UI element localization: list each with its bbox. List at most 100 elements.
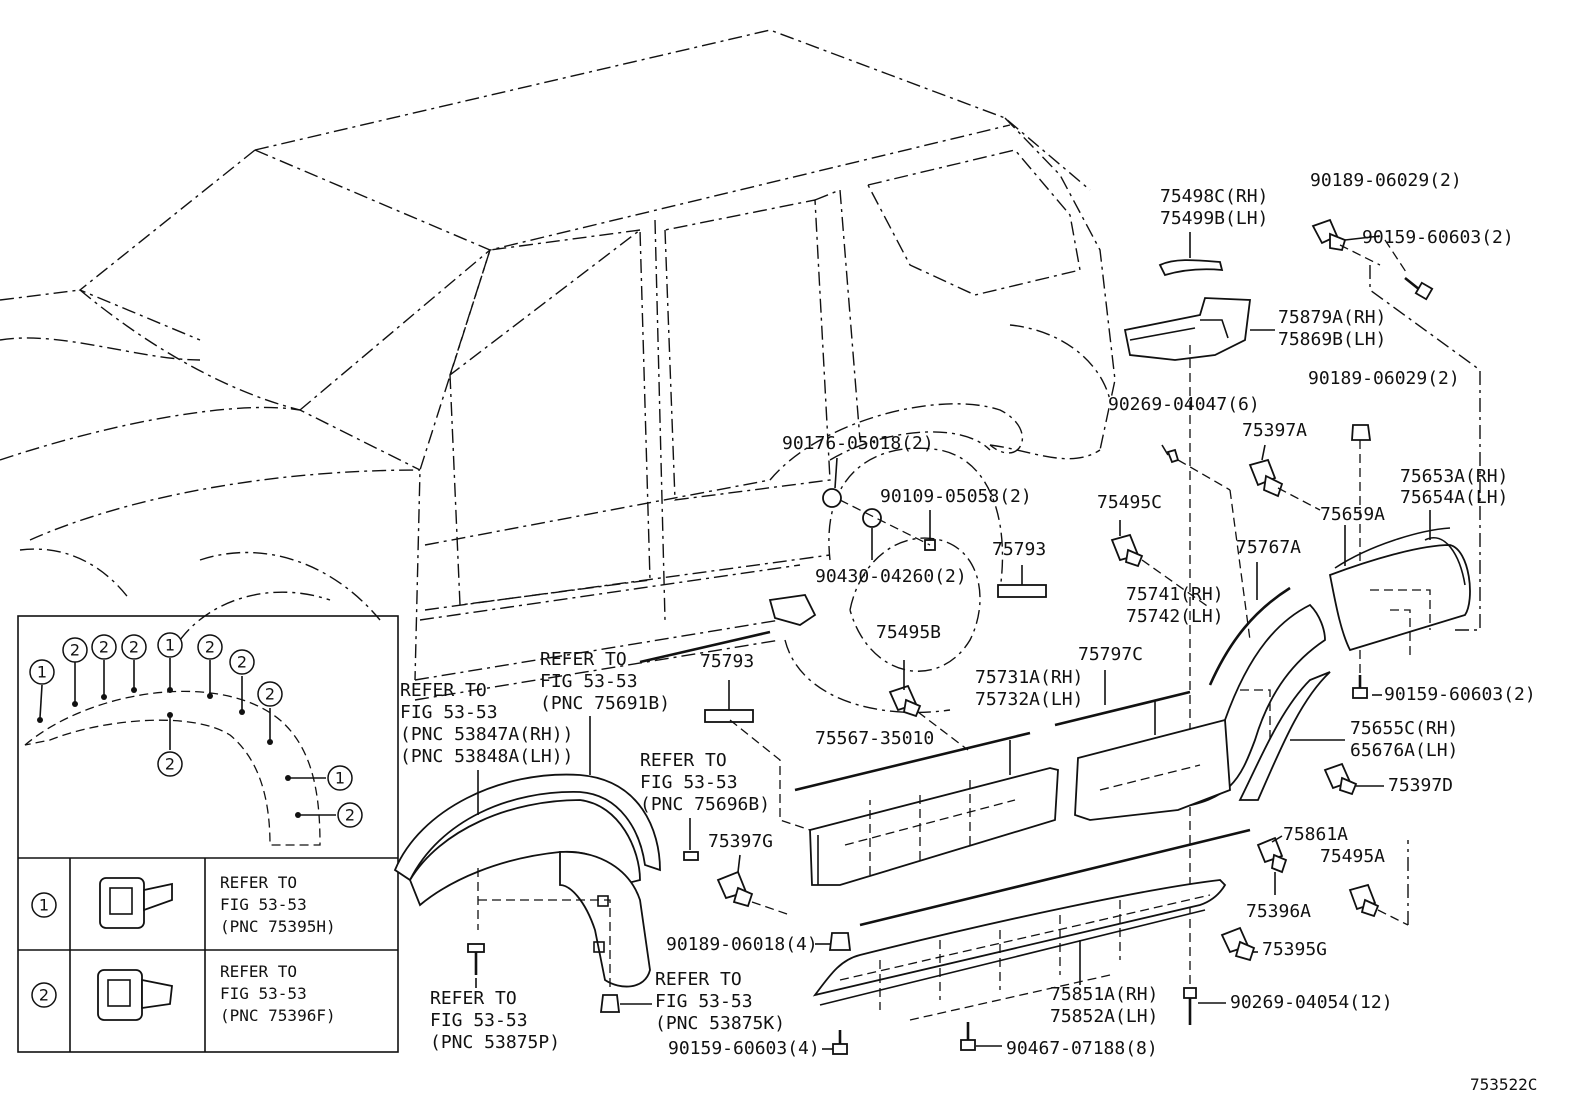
running-board-75851A [812, 828, 1251, 1010]
ref-53875P-line-3: (PNC 53875P) [430, 1032, 560, 1053]
ref-53875P: REFER TO FIG 53-53 (PNC 53875P) [430, 978, 560, 1053]
label-75731A: 75731A(RH) [975, 667, 1083, 688]
ref-75696-line-2: FIG 53-53 [640, 772, 738, 793]
bolt-90159-bottom [832, 1030, 848, 1055]
label-75395G: 75395G [1262, 939, 1327, 960]
marker-2: 2 [70, 641, 80, 660]
clip-75495C [1110, 533, 1144, 568]
legend-1-line-1: REFER TO [220, 873, 297, 892]
ref-53875K: REFER TO FIG 53-53 (PNC 53875K) [620, 969, 785, 1034]
ref-75696-line-3: (PNC 75696B) [640, 794, 770, 815]
bolt-90159-top [1404, 276, 1434, 301]
moulding-75797C [1054, 690, 1191, 727]
label-75861A: 75861A [1283, 824, 1348, 845]
ref-75691-line-3: (PNC 75691B) [540, 693, 670, 714]
clip-75495B [888, 684, 922, 718]
ref-53875P-line-2: FIG 53-53 [430, 1010, 528, 1031]
label-90176-05018: 90176-05018(2) [782, 433, 934, 454]
clip-75495A [1348, 883, 1380, 918]
label-75499B: 75499B(LH) [1160, 208, 1268, 229]
clip-75397A [1248, 458, 1284, 498]
clip-90189-top [1311, 218, 1347, 252]
ref-53875P-line-1: REFER TO [430, 988, 517, 1009]
ref-53847-line-4: (PNC 53848A(LH)) [400, 746, 573, 767]
label-75793-b: 75793 [700, 651, 754, 672]
label-90189-06029-mid: 90189-06029(2) [1308, 368, 1460, 389]
clip-90189-06018 [828, 932, 852, 951]
legend-marker-2: 2 [39, 986, 49, 1005]
label-75793-a: 75793 [992, 539, 1046, 560]
label-75397G: 75397G [708, 831, 773, 852]
label-75797C: 75797C [1078, 644, 1143, 665]
door-moulding-75741 [1074, 718, 1231, 821]
label-90159-60603-top: 90159-60603(2) [1362, 227, 1514, 248]
front-step-end [768, 594, 817, 626]
label-75397D: 75397D [1388, 775, 1453, 796]
clip-75395G [1220, 926, 1256, 962]
legend-2-line-3: (PNC 75396F) [220, 1006, 336, 1025]
ref-53875K-line-2: FIG 53-53 [655, 991, 753, 1012]
inset-panel: 1 2 2 2 1 2 2 2 1 2 2 1 REFER TO FIG 53-… [17, 615, 399, 1053]
ref-75696-line-1: REFER TO [640, 750, 727, 771]
label-90189-06018: 90189-06018(4) [666, 934, 818, 955]
rocker-moulding-75731A [809, 767, 1059, 886]
label-75654A: 75654A(LH) [1400, 487, 1508, 508]
label-75655C: 75655C(RH) [1350, 718, 1458, 739]
label-75659A: 75659A [1320, 504, 1385, 525]
clip-75396A [1271, 853, 1288, 874]
marker-2: 2 [129, 638, 139, 657]
label-75742: 75742(LH) [1126, 606, 1224, 627]
marker-1: 1 [165, 636, 175, 655]
washer-90430 [862, 508, 882, 528]
legend-1-line-3: (PNC 75395H) [220, 917, 336, 936]
clip-75397D [1323, 762, 1358, 796]
screw-90269-04054 [1183, 987, 1197, 1025]
label-75852A: 75852A(LH) [1050, 1006, 1158, 1027]
bracket-75879A [1123, 297, 1252, 361]
label-75495B: 75495B [876, 622, 941, 643]
clip-75397G [716, 870, 754, 908]
label-75495C: 75495C [1097, 492, 1162, 513]
ref-75691: REFER TO FIG 53-53 (PNC 75691B) [540, 630, 771, 775]
ref-53847-line-3: (PNC 53847A(RH)) [400, 724, 573, 745]
clip-1-icon [99, 877, 173, 929]
ref-53847: REFER TO FIG 53-53 (PNC 53847A(RH)) (PNC… [400, 680, 573, 815]
moulding-75659A [1334, 527, 1451, 569]
label-65676A: 65676A(LH) [1350, 740, 1458, 761]
vehicle-outline [0, 29, 1116, 714]
ref-53847-line-2: FIG 53-53 [400, 702, 498, 723]
moulding-75655C [1238, 671, 1331, 801]
marker-2: 2 [237, 653, 247, 672]
moulding-75567 [794, 731, 1031, 792]
label-90269-04047: 90269-04047(6) [1108, 394, 1260, 415]
nut-fender-rear [599, 994, 621, 1013]
label-75732A: 75732A(LH) [975, 689, 1083, 710]
leader-lines [737, 235, 1431, 1050]
protector-75498C [1158, 259, 1224, 277]
sticker-75793-lower [704, 709, 754, 723]
label-90159-60603-bottom: 90159-60603(4) [668, 1038, 820, 1059]
legend-1-line-2: FIG 53-53 [220, 895, 307, 914]
label-90159-60603-right: 90159-60603(2) [1384, 684, 1536, 705]
label-90430-04260: 90430-04260(2) [815, 566, 967, 587]
legend-2-line-2: FIG 53-53 [220, 984, 307, 1003]
ref-75691-line-2: FIG 53-53 [540, 671, 638, 692]
legend-marker-1: 1 [39, 896, 49, 915]
label-75851A: 75851A(RH) [1050, 984, 1158, 1005]
label-75741: 75741(RH) [1126, 584, 1224, 605]
marker-2: 2 [345, 806, 355, 825]
sticker-75793-upper [997, 584, 1047, 598]
clip-2-icon [97, 969, 173, 1021]
screw-90269-04047 [1161, 444, 1180, 464]
label-75767A: 75767A [1236, 537, 1301, 558]
label-75498C: 75498C(RH) [1160, 186, 1268, 207]
ref-75696: REFER TO FIG 53-53 (PNC 75696B) [640, 750, 770, 861]
marker-2: 2 [265, 685, 275, 704]
diagram-code: 753522C [1470, 1075, 1537, 1094]
grommet-90176 [822, 488, 842, 508]
clip-90189-mid [1351, 424, 1372, 441]
part-labels: 75498C(RH) 75499B(LH) 90189-06029(2) 901… [666, 170, 1536, 1059]
ref-75691-line-1: REFER TO [540, 649, 627, 670]
